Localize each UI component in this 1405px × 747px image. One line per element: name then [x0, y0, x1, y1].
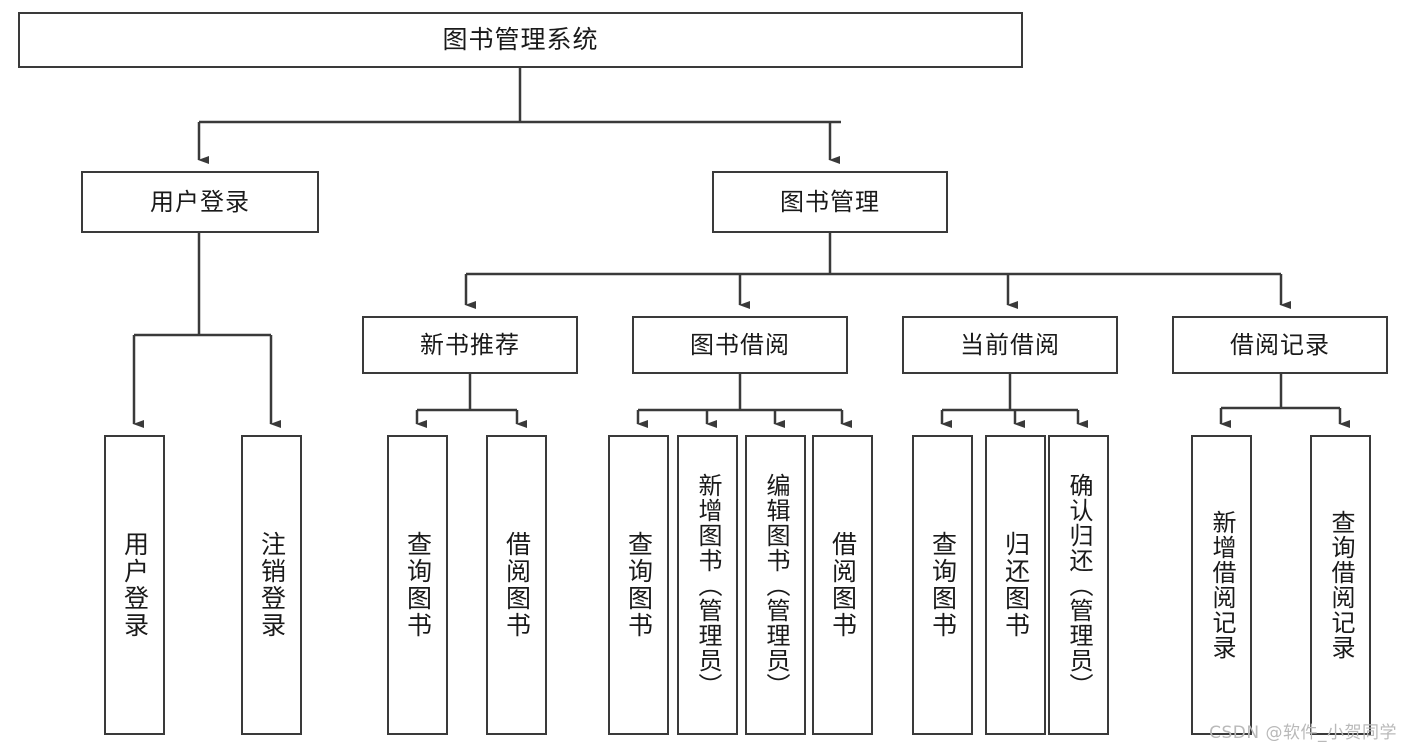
node-leaf-query-book-3-label: 查询图书: [928, 531, 958, 639]
node-borrow-record[interactable]: 借阅记录: [1172, 316, 1388, 374]
node-leaf-add-record[interactable]: 新增借阅记录: [1191, 435, 1252, 735]
node-leaf-return-book[interactable]: 归还图书: [985, 435, 1046, 735]
node-leaf-logout-login[interactable]: 注销登录: [241, 435, 302, 735]
node-leaf-query-book-1[interactable]: 查询图书: [387, 435, 448, 735]
node-leaf-add-book-label: 新增图书（管理员）: [693, 472, 722, 698]
node-leaf-borrow-book-1[interactable]: 借阅图书: [486, 435, 547, 735]
node-book-borrow[interactable]: 图书借阅: [632, 316, 848, 374]
node-book-manage-label: 图书管理: [780, 187, 880, 216]
csdn-watermark: CSDN @软件_小贺同学: [1209, 723, 1397, 743]
node-current-borrow[interactable]: 当前借阅: [902, 316, 1118, 374]
node-leaf-confirm-return[interactable]: 确认归还（管理员）: [1048, 435, 1109, 735]
node-leaf-borrow-book-2-label: 借阅图书: [828, 531, 858, 639]
node-book-borrow-label: 图书借阅: [690, 330, 790, 359]
node-root[interactable]: 图书管理系统: [18, 12, 1023, 68]
node-user-login[interactable]: 用户登录: [81, 171, 319, 233]
node-leaf-user-login[interactable]: 用户登录: [104, 435, 165, 735]
node-leaf-query-book-2[interactable]: 查询图书: [608, 435, 669, 735]
node-current-borrow-label: 当前借阅: [960, 330, 1060, 359]
node-new-book-rec[interactable]: 新书推荐: [362, 316, 578, 374]
node-leaf-query-record-label: 查询借阅记录: [1326, 510, 1355, 660]
node-user-login-label: 用户登录: [150, 187, 250, 216]
node-leaf-add-book[interactable]: 新增图书（管理员）: [677, 435, 738, 735]
node-leaf-edit-book-label: 编辑图书（管理员）: [761, 472, 790, 698]
node-leaf-return-book-label: 归还图书: [1001, 531, 1031, 639]
node-leaf-query-book-3[interactable]: 查询图书: [912, 435, 973, 735]
node-new-book-rec-label: 新书推荐: [420, 330, 520, 359]
node-borrow-record-label: 借阅记录: [1230, 330, 1330, 359]
node-leaf-logout-login-label: 注销登录: [257, 531, 287, 639]
node-leaf-confirm-return-label: 确认归还（管理员）: [1064, 472, 1093, 698]
node-leaf-edit-book[interactable]: 编辑图书（管理员）: [745, 435, 806, 735]
node-leaf-borrow-book-1-label: 借阅图书: [502, 531, 532, 639]
node-leaf-user-login-label: 用户登录: [120, 531, 150, 639]
node-leaf-query-record[interactable]: 查询借阅记录: [1310, 435, 1371, 735]
node-book-manage[interactable]: 图书管理: [712, 171, 948, 233]
node-leaf-borrow-book-2[interactable]: 借阅图书: [812, 435, 873, 735]
node-leaf-query-book-2-label: 查询图书: [624, 531, 654, 639]
node-root-label: 图书管理系统: [442, 25, 599, 55]
node-leaf-query-book-1-label: 查询图书: [403, 531, 433, 639]
node-leaf-add-record-label: 新增借阅记录: [1207, 510, 1236, 660]
